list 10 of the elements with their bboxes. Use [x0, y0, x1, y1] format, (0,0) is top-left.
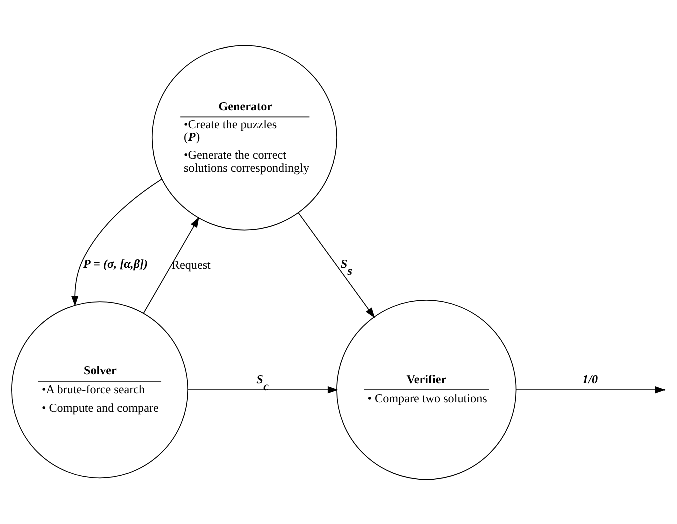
arrow	[188, 386, 338, 394]
arrow	[71, 178, 162, 306]
node-circle: Verifier • Compare two solutions	[336, 300, 517, 480]
node-circle: Solver •A brute-force search • Compute and compare	[12, 301, 189, 478]
node-circle: Generator •Create the puzzles (P) •Generate the correct solutions correspondingly	[152, 44, 338, 230]
arrow	[298, 212, 376, 318]
edge-label: P = (σ, [α,β])	[84, 256, 148, 270]
arrow	[143, 216, 200, 314]
edge-label: 1/0	[582, 372, 598, 386]
edge-label: Request	[172, 257, 211, 272]
